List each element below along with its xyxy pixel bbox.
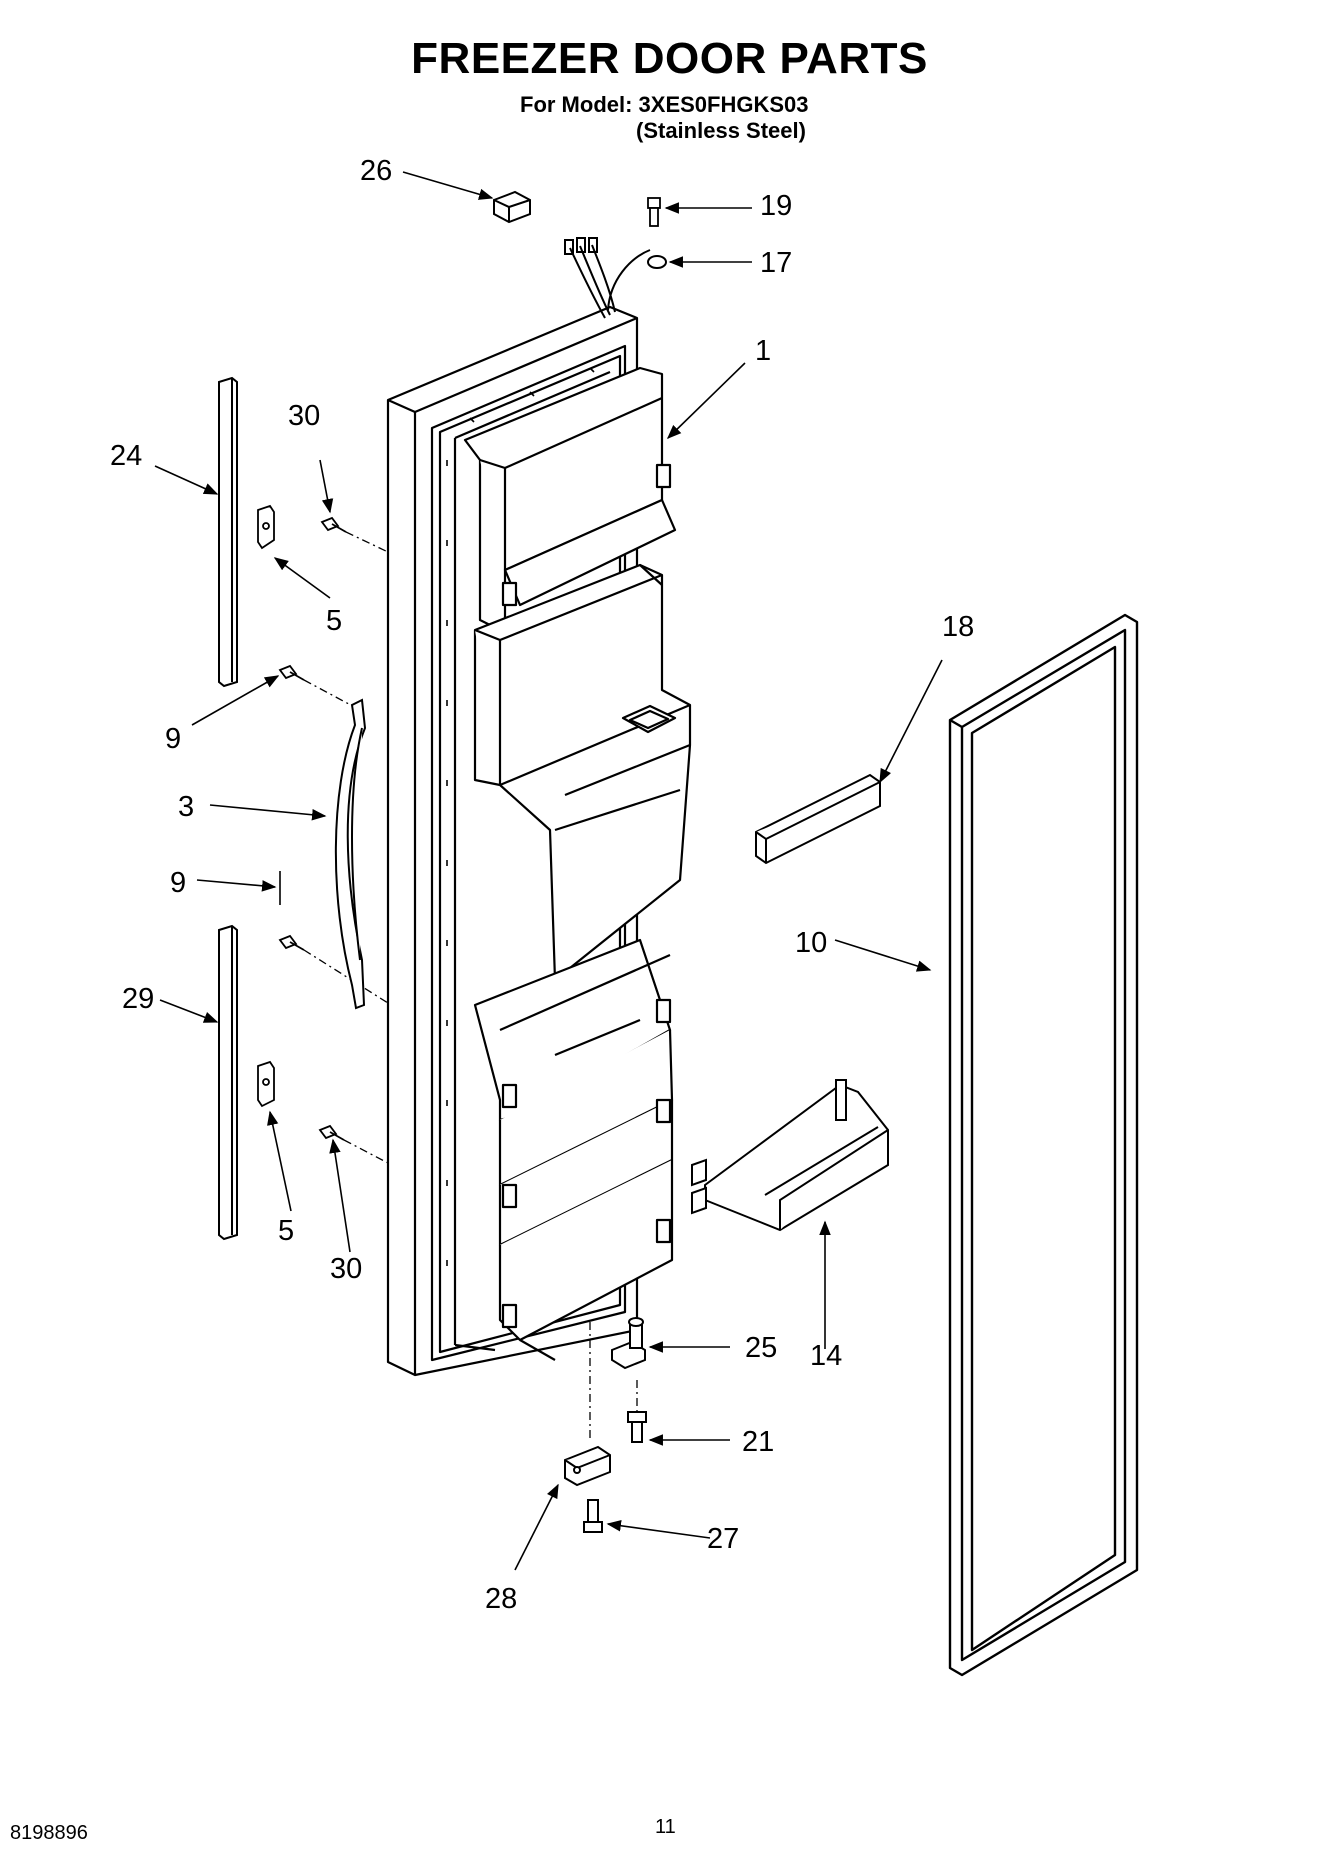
callout-21: 21 [742, 1426, 774, 1458]
callout-25: 25 [745, 1332, 777, 1364]
callout-28: 28 [485, 1583, 517, 1615]
callout-18: 18 [942, 611, 974, 643]
page-title: FREEZER DOOR PARTS [411, 34, 928, 83]
document-number: 8198896 [10, 1822, 88, 1844]
callout-1: 1 [755, 335, 771, 367]
page-number: 11 [655, 1816, 676, 1838]
door-gasket [948, 613, 1139, 1677]
callout-9-lower: 9 [170, 867, 186, 899]
leader-lines [154, 171, 943, 1571]
callout-30-upper: 30 [288, 400, 320, 432]
model-line: For Model: 3XES0FHGKS03 [520, 92, 809, 117]
callout-9-upper: 9 [165, 723, 181, 755]
channel-strip [755, 773, 881, 865]
callout-19: 19 [760, 190, 792, 222]
wire-connector [493, 190, 531, 224]
callout-27: 27 [707, 1523, 739, 1555]
lower-door-bins [473, 938, 674, 1361]
callout-17: 17 [760, 247, 792, 279]
upper-door-bin [463, 366, 677, 632]
callout-5-upper: 5 [326, 605, 342, 637]
callout-10: 10 [795, 927, 827, 959]
callout-labels: 26 19 17 1 30 24 5 18 9 3 9 10 29 5 30 2… [110, 155, 974, 1615]
callout-30-lower: 30 [330, 1253, 362, 1285]
callout-26: 26 [360, 155, 392, 187]
screw-19 [647, 197, 661, 227]
door-handle [334, 698, 367, 1010]
wire-harness [564, 237, 667, 319]
callout-14: 14 [810, 1340, 842, 1372]
callout-3: 3 [178, 791, 194, 823]
callout-5-lower: 5 [278, 1215, 294, 1247]
hinge-parts [564, 1317, 647, 1533]
trim-strips [218, 376, 238, 1241]
callout-29: 29 [122, 983, 154, 1015]
screws [278, 516, 347, 1141]
dispenser-housing [473, 563, 692, 982]
lower-shelf [691, 1079, 889, 1232]
alignment-lines [303, 531, 638, 1440]
callout-24: 24 [110, 440, 142, 472]
trim-brackets [257, 504, 275, 1108]
variant-line: (Stainless Steel) [636, 118, 806, 143]
